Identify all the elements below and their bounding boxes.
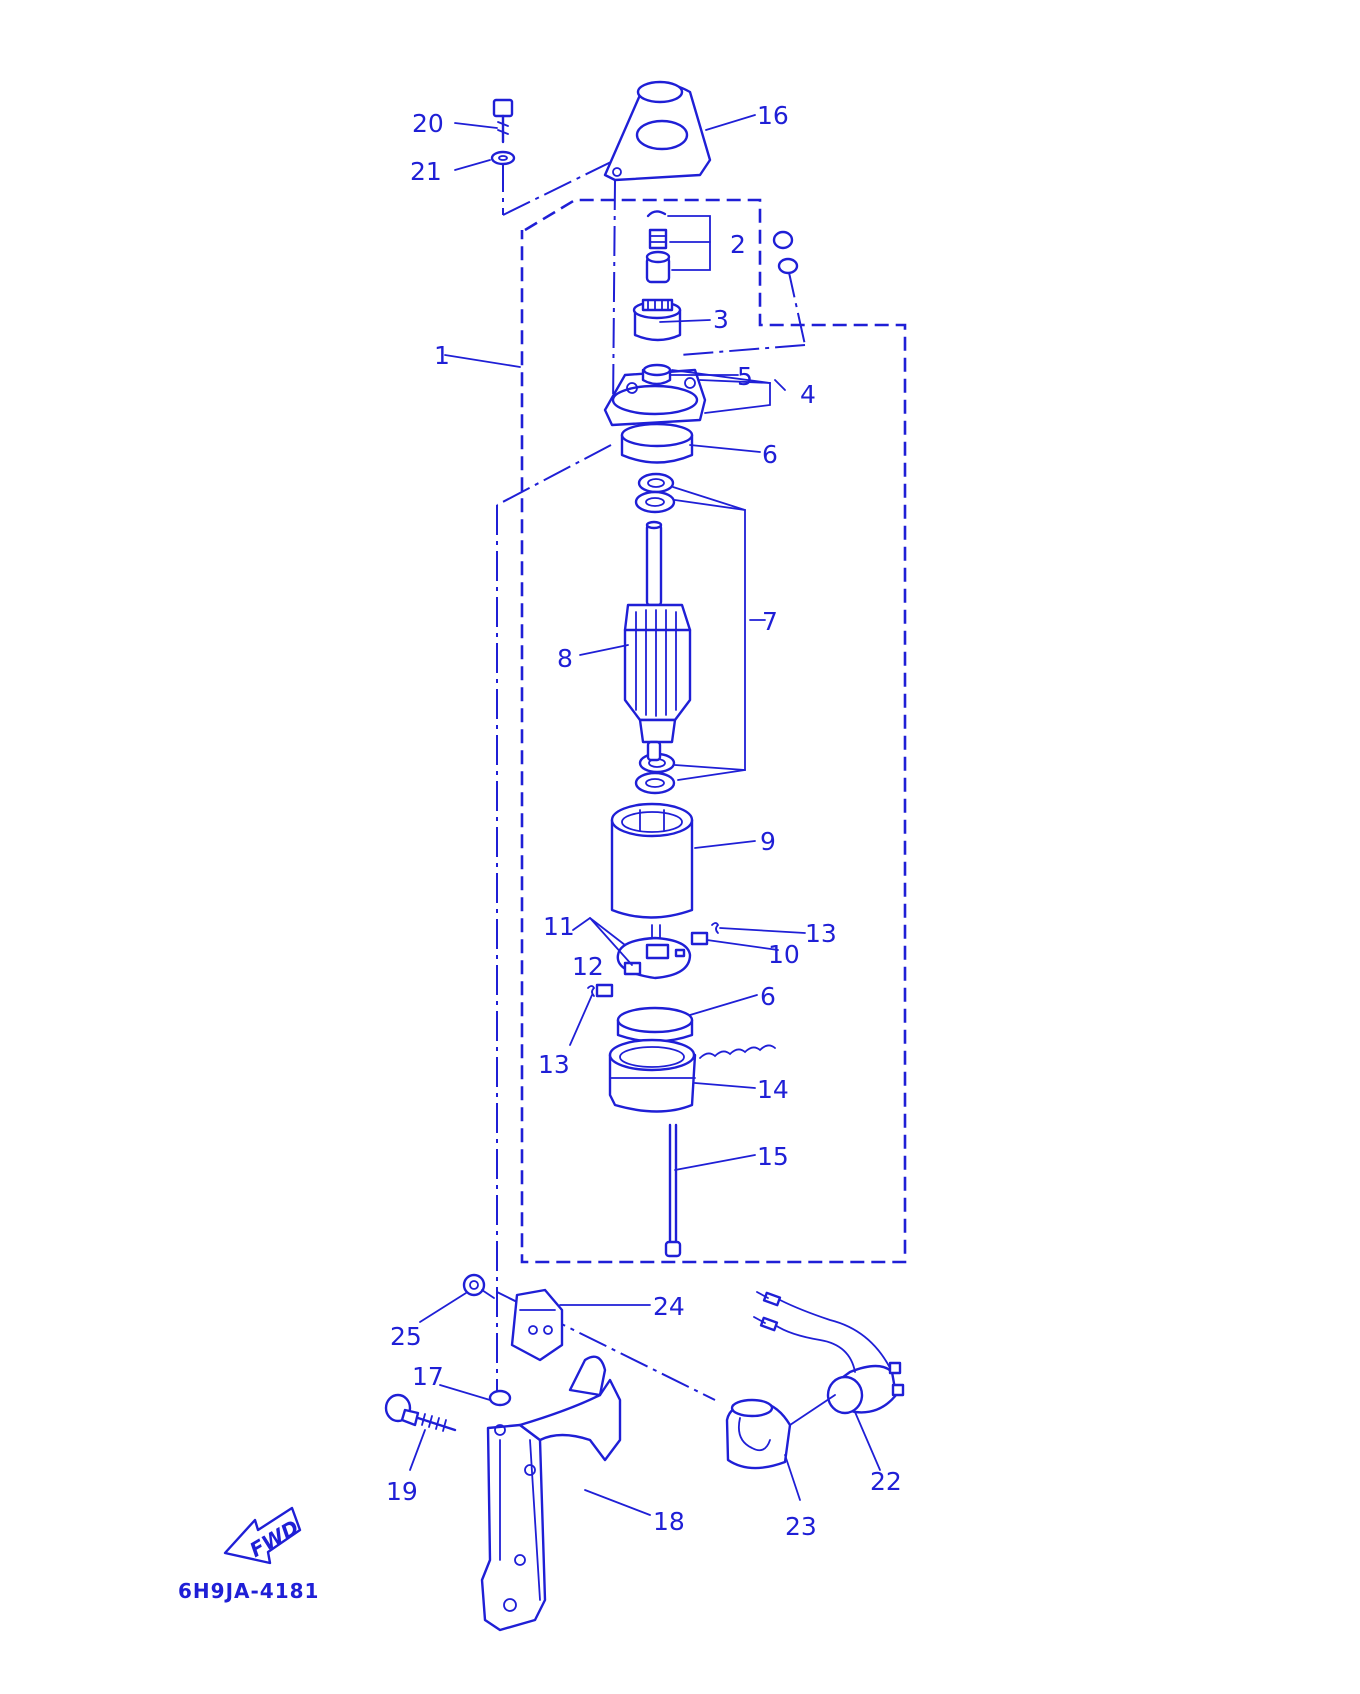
callout-25: 25 [390, 1322, 422, 1351]
part-25-bolt [462, 1273, 495, 1299]
callout-18: 18 [653, 1507, 685, 1536]
callout-21: 21 [410, 157, 442, 186]
callout-15: 15 [757, 1142, 789, 1171]
callout-22: 22 [870, 1467, 902, 1496]
relay-solenoid-link [789, 1394, 836, 1426]
part-20-bolt [492, 98, 514, 144]
callout-8: 8 [557, 644, 573, 673]
callout-1: 1 [434, 341, 450, 370]
callout-3: 3 [713, 305, 729, 334]
callout-11: 11 [543, 912, 575, 941]
part-2-stopper-set [645, 210, 671, 284]
callout-24: 24 [653, 1292, 685, 1321]
part-4-bracket-line [671, 369, 771, 414]
callout-16: 16 [757, 101, 789, 130]
part-7-washer-set-upper [634, 472, 676, 514]
callout-6-lower: 6 [760, 982, 776, 1011]
callout-6-upper: 6 [762, 440, 778, 469]
part-13-spring [587, 922, 720, 997]
part-2-bracket-line [667, 215, 711, 271]
part-9-yoke [610, 802, 694, 919]
part-10-brush [690, 931, 709, 946]
part-3-pinion [632, 298, 682, 342]
callout-4: 4 [800, 380, 816, 409]
part-11-12-bracket-line [572, 916, 633, 966]
fwd-direction-arrow: FWD [223, 1506, 303, 1565]
part-8-armature [623, 520, 692, 762]
small-washers [772, 230, 799, 275]
callout-10: 10 [768, 940, 800, 969]
part-18-mounting-bracket [480, 1355, 622, 1632]
callout-labels: 20 21 16 2 3 1 5 4 6 7 8 9 11 13 10 12 6… [386, 101, 902, 1541]
callout-12: 12 [572, 952, 604, 981]
part-19-bolt [384, 1393, 457, 1432]
part-6-o-ring-upper [620, 422, 694, 464]
callout-14: 14 [757, 1075, 789, 1104]
part-23-relay [725, 1398, 792, 1470]
part-14-rear-cover [608, 1038, 776, 1113]
part-7-bracket-line [672, 486, 746, 781]
part-17-washer [488, 1389, 512, 1407]
callout-13-lower: 13 [538, 1050, 570, 1079]
part-22-solenoid [753, 1291, 905, 1415]
callout-7: 7 [762, 607, 778, 636]
part-21-washer [490, 150, 516, 166]
callout-20: 20 [412, 109, 444, 138]
part-4-front-bracket [603, 363, 707, 427]
part-16-end-cover [603, 80, 712, 182]
callout-19: 19 [386, 1477, 418, 1506]
callout-9: 9 [760, 827, 776, 856]
drawing-code: 6H9JA-4181 [178, 1579, 319, 1603]
center-lines [496, 159, 806, 1401]
callout-2: 2 [730, 230, 746, 259]
leader-lines [409, 114, 881, 1516]
callout-13-upper: 13 [805, 919, 837, 948]
part-12-brush [595, 961, 642, 998]
part-6-o-ring-lower [616, 1006, 694, 1043]
part-24-bracket [510, 1288, 564, 1362]
callout-23: 23 [785, 1512, 817, 1541]
part-15-through-bolt [664, 1123, 682, 1258]
callout-17: 17 [412, 1362, 444, 1391]
assembly-boundary-dashed [520, 198, 907, 1264]
callout-5: 5 [737, 362, 753, 391]
